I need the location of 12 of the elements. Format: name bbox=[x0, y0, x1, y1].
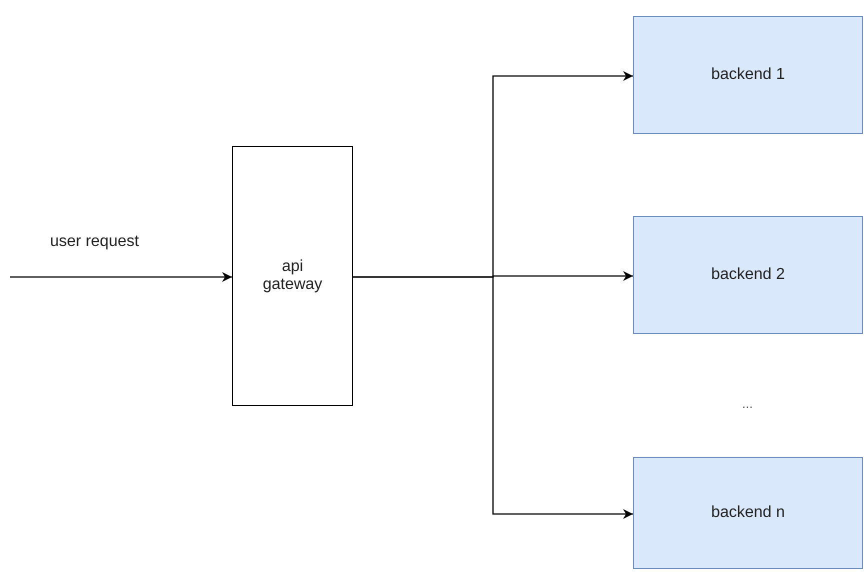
edge-label: user request bbox=[50, 233, 139, 251]
backend-box bbox=[633, 216, 863, 334]
backend-box bbox=[633, 16, 863, 134]
gateway-box bbox=[232, 146, 353, 406]
backend-box bbox=[633, 457, 863, 569]
ellipsis-label: ... bbox=[742, 396, 753, 411]
node-label: backend 2 bbox=[711, 266, 785, 284]
node-label: api gateway bbox=[262, 258, 324, 294]
arrow bbox=[10, 272, 232, 282]
node-label: backend n bbox=[711, 504, 785, 522]
arrow bbox=[353, 276, 633, 519]
node-label: backend 1 bbox=[711, 66, 785, 84]
